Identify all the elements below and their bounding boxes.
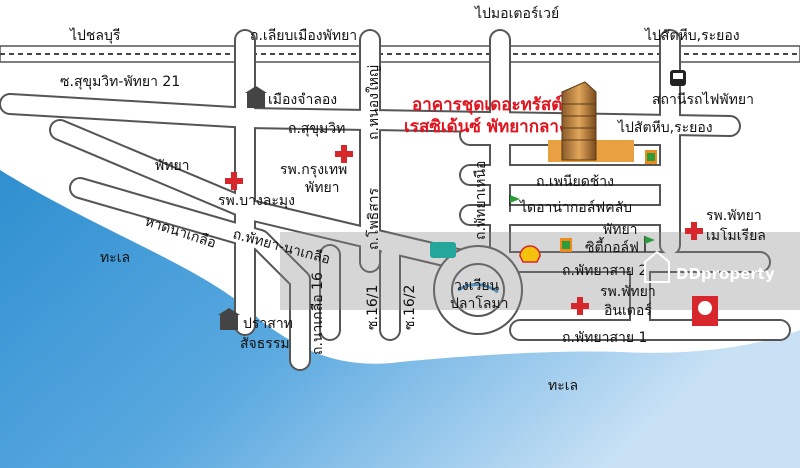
project-title: อาคารชุดเดอะทรัสต์ เรสซิเด้นซ์ พัทยากลาง: [404, 94, 567, 137]
label-city-golf-2: ซิตี้กอล์ฟ: [585, 237, 639, 256]
seven-eleven-icon: [645, 150, 657, 164]
hospital-cross-icon: [225, 172, 243, 190]
sea-area: [0, 170, 800, 468]
hospital-cross-icon: [335, 145, 353, 163]
label-sea-1: ทะเล: [100, 250, 130, 266]
label-to-sattahip-mid: ไปสัตหีบ,ระยอง: [617, 119, 713, 136]
home-icon: [644, 250, 670, 283]
project-title-line2: เรสซิเด้นซ์ พัทยากลาง: [404, 116, 567, 137]
seven-eleven-icon: [560, 238, 572, 252]
label-pattaya: พัทยา: [155, 158, 190, 174]
watermark-text: DDproperty: [676, 265, 775, 283]
label-roundabout-2: ปลาโลมา: [450, 295, 509, 312]
label-sanctuary-1: ปราสาท: [243, 316, 293, 332]
label-road-sukhumvit: ถ.สุขุมวิท: [288, 121, 345, 137]
shell-logo-icon: [519, 245, 541, 263]
label-road-pattaya-sai-1: ถ.พัทยาสาย 1: [562, 330, 647, 346]
label-road-pattaya-sai-2: ถ.พัทยาสาย 2: [562, 263, 647, 279]
tower-icon: [548, 81, 634, 162]
label-city-golf-1: พัทยา: [603, 222, 638, 238]
label-hosp-memorial-2: เมโมเรียล: [706, 227, 766, 244]
store-icon: [430, 242, 456, 258]
golf-flag-icon: [644, 236, 655, 252]
project-title-line1: อาคารชุดเดอะทรัสต์: [412, 94, 562, 115]
label-hosp-inter-1: รพ.พัทยา: [600, 284, 656, 300]
label-hosp-bkk-2: พัทยา: [305, 180, 340, 196]
golf-flag-icon: [509, 195, 520, 212]
label-road-phothisan: ถ.โพธิสาร: [365, 187, 382, 250]
store-icon: [692, 296, 718, 326]
label-golf-club: ไดอาน่ากอล์ฟคลับ: [519, 199, 632, 216]
label-hosp-inter-2: อินเตอร์: [604, 302, 652, 319]
label-road-phoen-yot: ถ.เพนียดช้าง: [536, 174, 614, 190]
hospital-cross-icon: [571, 297, 589, 315]
label-road-nong-yai: ถ.หนองใหญ่: [365, 65, 382, 140]
watermark: DDproperty: [644, 250, 775, 283]
map-labels: ไปชลบุรี ถ.เลียบเมืองพัทยา ไปมอเตอร์เวย์…: [60, 5, 766, 394]
building-icon: [245, 86, 267, 108]
label-soi-16-1: ซ.16/1: [365, 285, 381, 330]
building-icon: [218, 308, 240, 330]
label-to-motorway: ไปมอเตอร์เวย์: [474, 5, 559, 22]
label-hosp-bkk-1: รพ.กรุงเทพ: [280, 162, 347, 178]
label-sea-2: ทะเล: [548, 378, 578, 394]
label-hosp-banglamung: รพ.บางละมุง: [218, 193, 295, 209]
label-hosp-memorial-1: รพ.พัทยา: [706, 208, 762, 224]
hospital-cross-icon: [685, 222, 703, 240]
label-sanctuary-2: สัจธรรม: [240, 336, 290, 352]
dolphin-icon: [457, 283, 499, 294]
label-road-liap-mueang: ถ.เลียบเมืองพัทยา: [250, 28, 357, 44]
label-to-chonburi: ไปชลบุรี: [69, 27, 121, 44]
label-soi-sukhumvit-21: ซ.สุขุมวิท-พัทยา 21: [60, 74, 180, 90]
label-to-sattahip-top: ไปสัตหีบ,ระยอง: [644, 27, 740, 44]
label-road-pattaya-nuea: ถ.พัทยาเหนือ: [473, 161, 489, 240]
label-station: สถานีรถไฟพัทยา: [652, 91, 754, 108]
train-icon: [670, 70, 686, 86]
label-soi-16-2: ซ.16/2: [402, 285, 418, 330]
label-roundabout-1: วงเวียน: [454, 278, 500, 294]
dolphin-roundabout: [433, 245, 523, 335]
label-mueang-jamlong: เมืองจำลอง: [268, 92, 337, 108]
label-naklua-16: ถ.นาเกลือ 16: [310, 272, 326, 355]
